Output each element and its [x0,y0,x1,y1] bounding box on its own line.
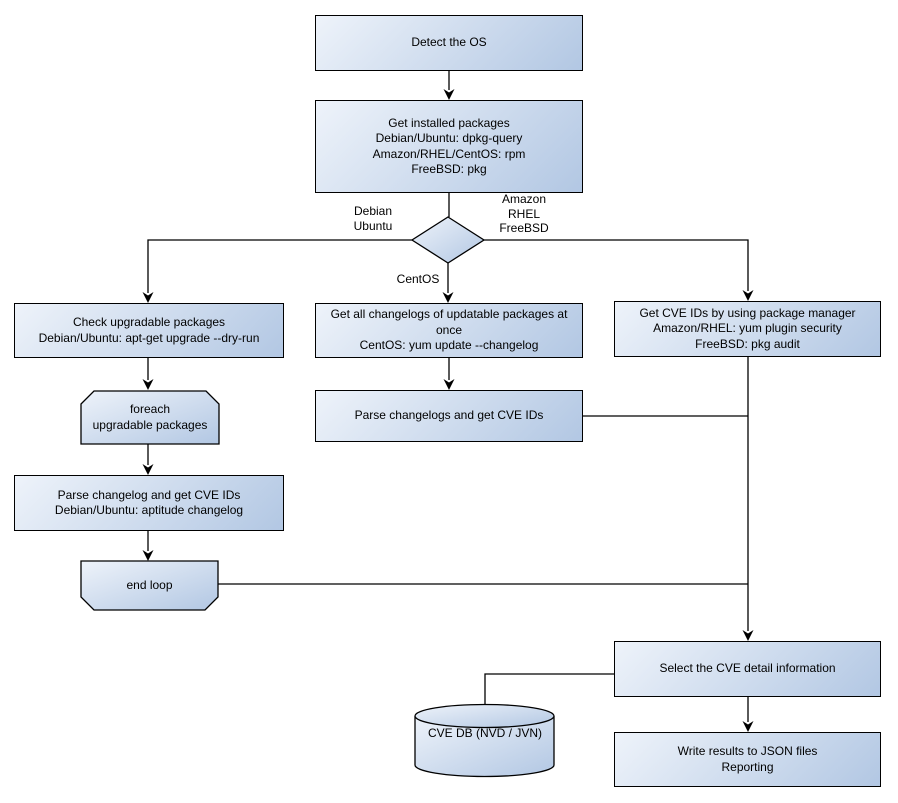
node-check-upgradable: Check upgradable packages Debian/Ubuntu:… [14,303,284,358]
arrowhead [142,550,154,561]
arrowhead [443,89,455,100]
node-select-cve-detail: Select the CVE detail information [614,641,881,697]
node-end-loop-label: end loop [126,577,173,592]
edge-label-amazon-rhel-freebsd: Amazon RHEL FreeBSD [499,192,549,235]
edge-select-to-cve-db [484,673,614,704]
edge-label-debian-ubuntu: Debian Ubuntu [353,204,393,233]
edge-decision-to-check-upgradable [147,239,412,293]
node-parse-changelog-deb: Parse changelog and get CVE IDs Debian/U… [14,475,284,531]
arrowhead [442,292,454,303]
node-select-cve-detail-label: Select the CVE detail information [659,661,836,676]
arrowhead [742,630,754,641]
node-get-cve-ids-pkg-mgr-label: Get CVE IDs by using package manager Ama… [639,305,856,351]
node-detect-os: Detect the OS [315,15,583,71]
arrowhead [742,290,754,301]
node-write-results-label: Write results to JSON files Reporting [677,744,818,774]
arrowhead [142,379,154,390]
node-parse-changelog-deb-label: Parse changelog and get CVE IDs Debian/U… [54,487,244,518]
node-write-results: Write results to JSON files Reporting [614,732,881,787]
node-get-cve-ids-pkg-mgr: Get CVE IDs by using package manager Ama… [614,301,881,357]
node-cve-db: CVE DB (NVD / JVN) [415,722,555,746]
node-check-upgradable-label: Check upgradable packages Debian/Ubuntu:… [38,315,260,345]
node-foreach-loop-label: foreach upgradable packages [92,402,208,432]
node-get-installed-packages: Get installed packages Debian/Ubuntu: dp… [315,100,583,193]
edge-decision-to-get-cve-ids [484,239,749,291]
node-parse-changelogs: Parse changelogs and get CVE IDs [315,390,583,442]
node-detect-os-label: Detect the OS [411,35,487,50]
node-end-loop: end loop [81,561,218,610]
arrowhead [142,292,154,303]
node-get-all-changelogs: Get all changelogs of updatable packages… [315,303,583,358]
arrowhead [443,379,455,390]
arrowhead [142,464,154,475]
os-decision-diamond [410,216,486,264]
edge-label-centos: CentOS [396,272,440,286]
foreach-loop-shape [80,390,220,445]
node-get-all-changelogs-label: Get all changelogs of updatable packages… [330,307,568,353]
node-parse-changelogs-label: Parse changelogs and get CVE IDs [354,408,544,423]
cve-db-cylinder-top [414,703,555,729]
node-get-installed-packages-label: Get installed packages Debian/Ubuntu: dp… [372,115,526,177]
node-cve-db-label: CVE DB (NVD / JVN) [427,726,542,741]
node-foreach-loop: foreach upgradable packages [81,391,219,444]
arrowhead [742,721,754,732]
cve-db-cylinder-body [414,716,555,778]
end-loop-shape [80,560,219,611]
arrowheads [142,89,754,732]
